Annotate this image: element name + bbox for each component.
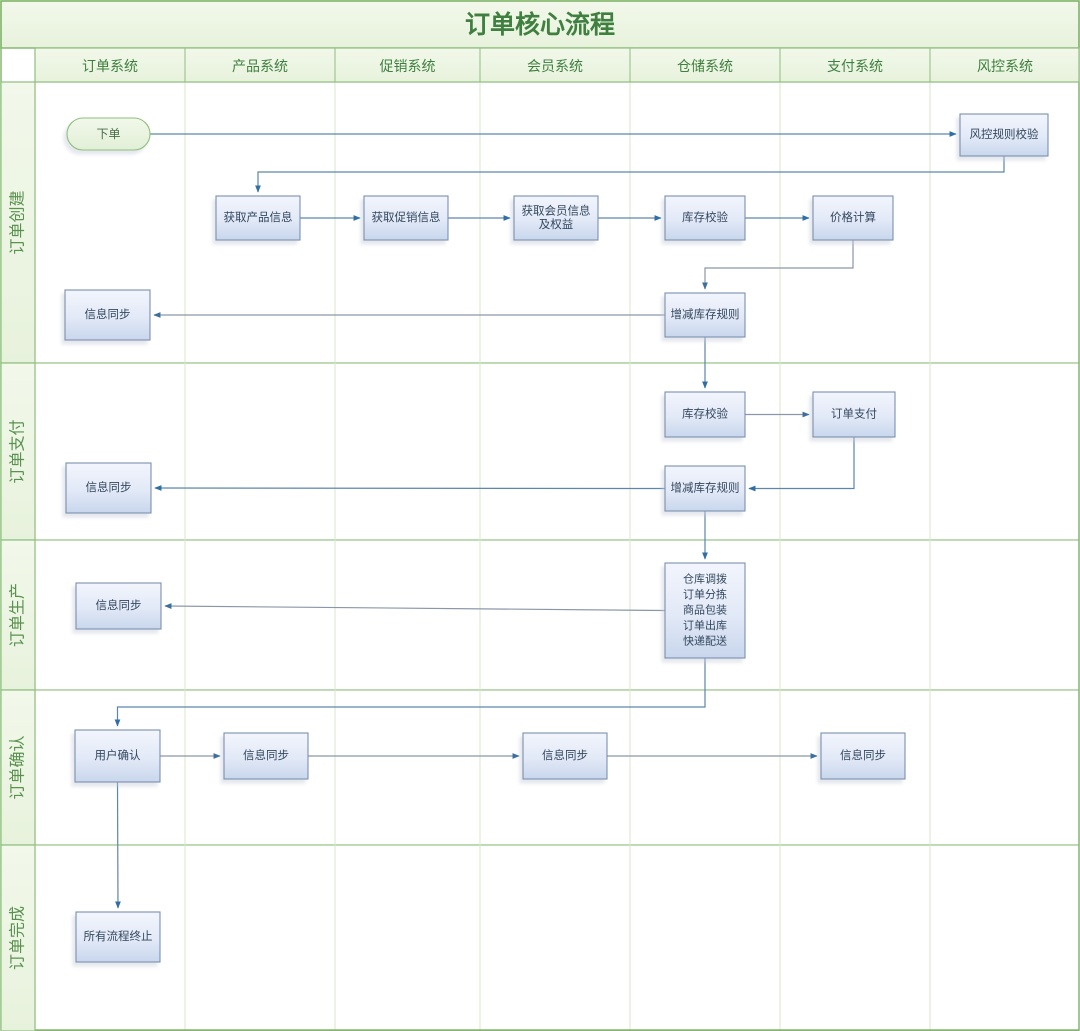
edge-order-pay-to-stock-rule2 bbox=[748, 437, 855, 492]
node-sync1[interactable]: 信息同步 bbox=[64, 289, 151, 341]
row-label-create: 订单创建 bbox=[9, 190, 27, 254]
node-label-order-pay: 订单支付 bbox=[831, 408, 877, 421]
node-get-promo[interactable]: 获取促销信息 bbox=[363, 195, 449, 241]
page-title: 订单核心流程 bbox=[465, 10, 615, 39]
column-header-promo: 促销系统 bbox=[380, 58, 436, 74]
node-shape-process bbox=[75, 582, 162, 630]
node-get-member[interactable]: 获取会员信息及权益 bbox=[513, 195, 599, 241]
node-stock-rule1[interactable]: 增减库存规则 bbox=[664, 292, 746, 338]
column-header-member: 会员系统 bbox=[527, 58, 583, 74]
node-sync4[interactable]: 信息同步 bbox=[223, 732, 309, 780]
node-shape-process bbox=[215, 195, 301, 241]
flow-nodes: 下单风控规则校验获取产品信息获取促销信息获取会员信息及权益库存校验价格计算增减库… bbox=[64, 113, 1049, 963]
edge-user-confirm-to-end bbox=[115, 781, 121, 909]
swimlane-row-complete bbox=[34, 844, 1080, 1031]
node-shape-process bbox=[513, 195, 599, 241]
node-wh-ops[interactable]: 仓库调拨订单分拣商品包装订单出库快递配送 bbox=[664, 562, 746, 659]
node-shape-process bbox=[812, 391, 896, 438]
node-label-sync2: 信息同步 bbox=[86, 480, 132, 494]
node-shape-process bbox=[522, 732, 608, 780]
node-shape-stadium bbox=[66, 117, 151, 151]
edge-wh-ops-to-user-confirm bbox=[114, 658, 706, 727]
node-label-sync1: 信息同步 bbox=[85, 307, 131, 321]
row-label-pay: 订单支付 bbox=[9, 419, 27, 483]
node-sync2[interactable]: 信息同步 bbox=[65, 462, 152, 514]
node-shape-process bbox=[664, 292, 746, 338]
node-get-product[interactable]: 获取产品信息 bbox=[215, 195, 301, 241]
node-label-user-confirm: 用户确认 bbox=[95, 748, 141, 762]
edge-risk-check-to-get-product bbox=[255, 156, 1005, 193]
node-label-wh-ops: 仓库调拨订单分拣商品包装订单出库快递配送 bbox=[683, 572, 727, 648]
node-label-sync5: 信息同步 bbox=[542, 748, 588, 762]
node-shape-process bbox=[64, 289, 151, 341]
node-label-get-product: 获取产品信息 bbox=[224, 210, 293, 224]
row-label-produce: 订单生产 bbox=[9, 583, 27, 647]
node-stock-check1[interactable]: 库存校验 bbox=[664, 195, 746, 241]
node-label-stock-rule1: 增减库存规则 bbox=[671, 307, 740, 321]
node-label-sync4: 信息同步 bbox=[243, 748, 289, 762]
node-label-get-promo: 获取促销信息 bbox=[372, 210, 441, 224]
row-label-cell-confirm bbox=[0, 689, 36, 846]
node-user-confirm[interactable]: 用户确认 bbox=[74, 729, 161, 783]
node-end[interactable]: 所有流程终止 bbox=[75, 911, 161, 963]
node-shape-process bbox=[223, 732, 309, 780]
node-shape-process bbox=[75, 911, 161, 963]
node-start[interactable]: 下单 bbox=[66, 117, 151, 151]
node-shape-process bbox=[65, 462, 152, 514]
row-label-confirm: 订单确认 bbox=[9, 735, 27, 799]
row-label-complete: 订单完成 bbox=[9, 906, 27, 970]
node-label-sync3: 信息同步 bbox=[96, 598, 142, 612]
column-header-payment: 支付系统 bbox=[827, 58, 883, 74]
node-order-pay[interactable]: 订单支付 bbox=[812, 391, 896, 438]
row-label-cell-pay bbox=[0, 362, 36, 541]
node-label-sync6: 信息同步 bbox=[840, 748, 886, 762]
column-header-order: 订单系统 bbox=[82, 58, 138, 74]
node-label-risk-check: 风控规则校验 bbox=[970, 127, 1039, 141]
node-shape-process bbox=[820, 732, 906, 780]
node-shape-process bbox=[664, 465, 746, 512]
edge-price-calc-to-stock-rule1 bbox=[702, 240, 854, 290]
node-shape-process bbox=[812, 195, 894, 241]
column-header-product: 产品系统 bbox=[232, 58, 288, 74]
node-sync6[interactable]: 信息同步 bbox=[820, 732, 906, 780]
edge-wh-ops-to-sync3 bbox=[164, 603, 666, 612]
row-label-cell-produce bbox=[0, 539, 36, 691]
column-header-warehouse: 仓储系统 bbox=[677, 58, 733, 74]
chart-title-bar: 订单核心流程 bbox=[0, 0, 1080, 49]
connector-edges bbox=[114, 131, 1005, 909]
node-shape-process bbox=[74, 729, 161, 783]
column-headers: 订单系统 产品系统 促销系统 会员系统 仓储系统 支付系统 风控系统 bbox=[34, 47, 1080, 83]
node-label-stock-check2: 库存校验 bbox=[682, 407, 728, 421]
node-label-get-member: 获取会员信息及权益 bbox=[522, 203, 591, 231]
swimlane-row-pay bbox=[34, 362, 1080, 541]
node-sync5[interactable]: 信息同步 bbox=[522, 732, 608, 780]
node-price-calc[interactable]: 价格计算 bbox=[812, 195, 894, 241]
node-stock-check2[interactable]: 库存校验 bbox=[664, 391, 746, 438]
node-sync3[interactable]: 信息同步 bbox=[75, 582, 162, 630]
row-label-cell-complete bbox=[0, 844, 36, 1031]
node-risk-check[interactable]: 风控规则校验 bbox=[959, 113, 1049, 157]
node-label-price-calc: 价格计算 bbox=[830, 210, 876, 224]
node-shape-process bbox=[959, 113, 1049, 157]
node-shape-process bbox=[664, 391, 746, 438]
column-header-band bbox=[34, 47, 1080, 83]
node-shape-process bbox=[363, 195, 449, 241]
node-stock-rule2[interactable]: 增减库存规则 bbox=[664, 465, 746, 512]
node-shape-process bbox=[664, 195, 746, 241]
node-label-stock-check1: 库存校验 bbox=[682, 210, 728, 224]
node-label-end: 所有流程终止 bbox=[84, 929, 153, 943]
node-label-start: 下单 bbox=[96, 127, 120, 141]
edge-stock-rule2-to-sync2 bbox=[154, 485, 666, 491]
node-shape-process bbox=[664, 562, 746, 659]
column-header-risk: 风控系统 bbox=[977, 58, 1033, 74]
swimlane-row-produce bbox=[34, 539, 1080, 691]
node-label-stock-rule2: 增减库存规则 bbox=[671, 481, 740, 495]
